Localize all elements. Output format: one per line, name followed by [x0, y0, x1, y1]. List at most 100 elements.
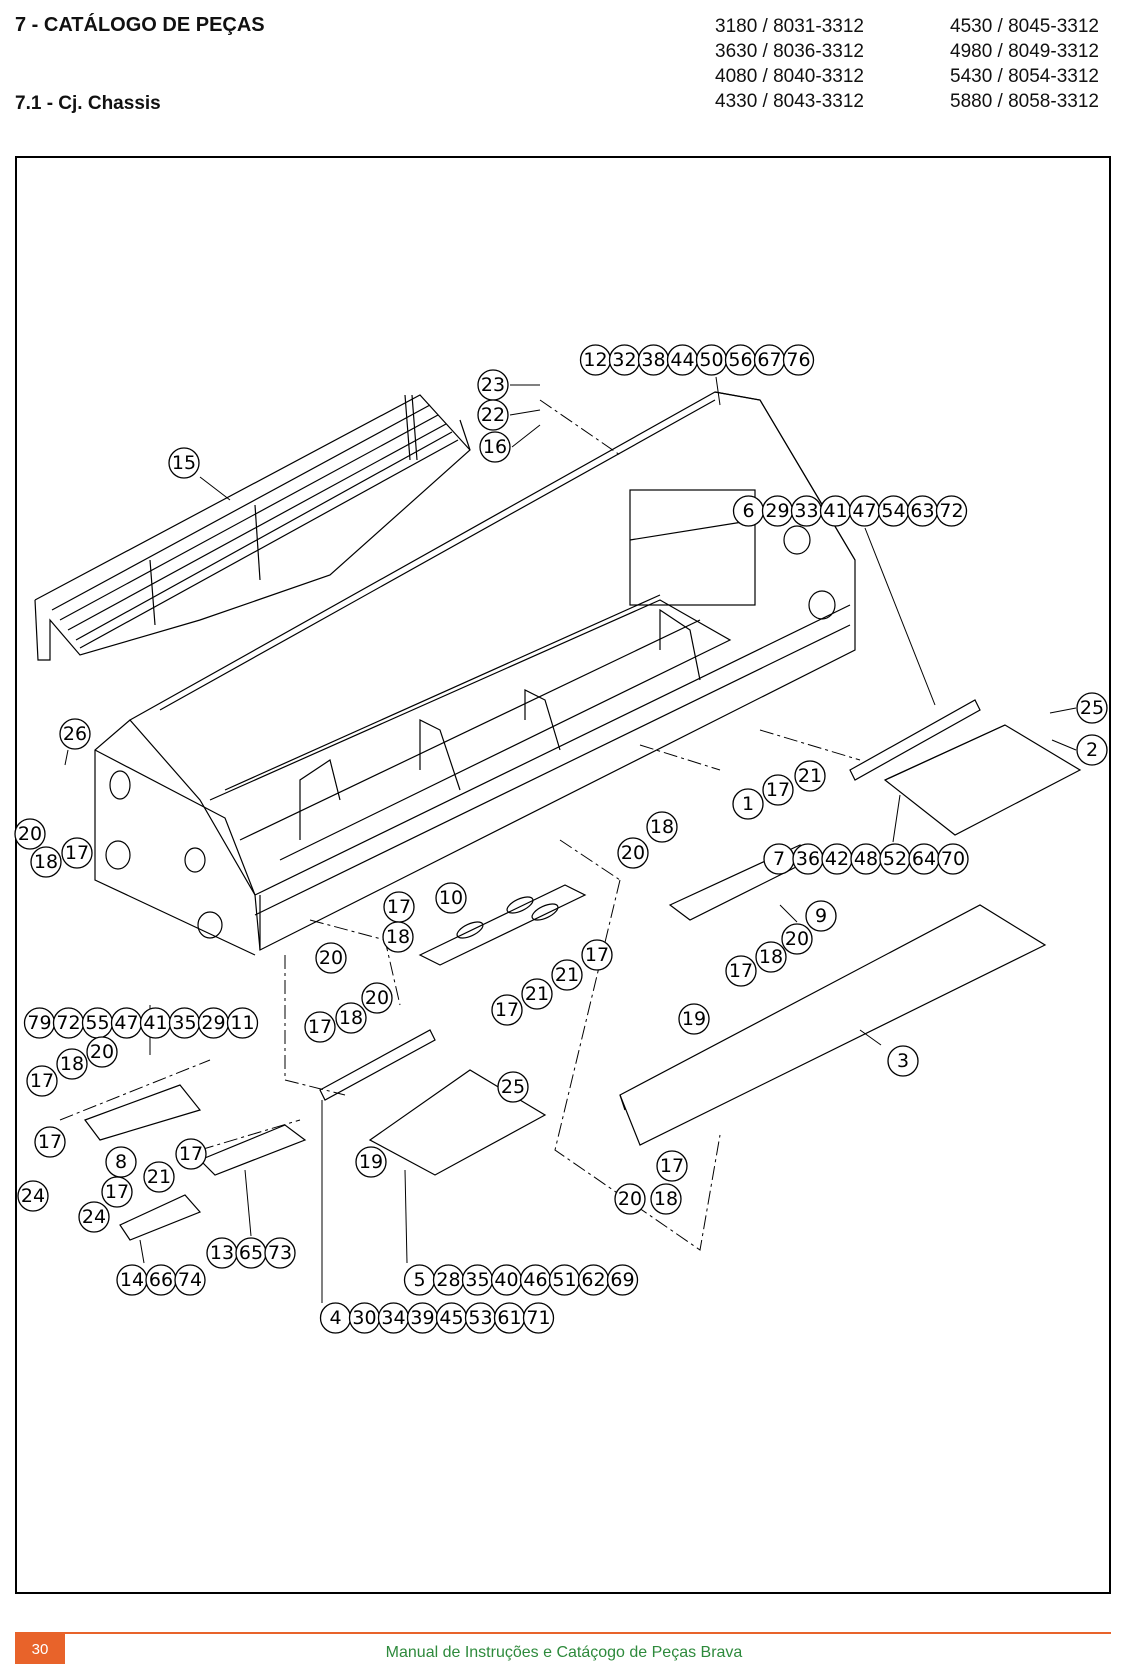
callout-number: 72 [939, 500, 963, 522]
callout-c32: 18 [335, 1002, 367, 1034]
callout-bubble [34, 1126, 66, 1158]
callout-c10: 21 [794, 760, 826, 792]
callout-bubble [887, 1045, 919, 1077]
callout-number: 67 [757, 349, 781, 371]
callout-number: 2 [1086, 739, 1098, 761]
callout-number: 9 [815, 905, 827, 927]
callout-number: 29 [765, 500, 789, 522]
callout-c36: 20 [86, 1036, 118, 1068]
subsection-title: 7.1 - Cj. Chassis [15, 93, 161, 114]
callout-bubble [78, 1201, 110, 1233]
callout-number: 61 [497, 1307, 521, 1329]
callout-number: 18 [386, 926, 410, 948]
callout-number: 53 [468, 1307, 492, 1329]
callout-c13: 18 [646, 811, 678, 843]
callout-number: 20 [365, 987, 389, 1009]
callout-number: 20 [18, 823, 42, 845]
model-list-left: 3180 / 8031-3312 3630 / 8036-3312 4080 /… [715, 14, 864, 114]
callout-bubble [226, 1007, 259, 1039]
callout-number: 12 [583, 349, 607, 371]
callout-bubble [805, 900, 837, 932]
footer-title: Manual de Instruções e Catáçogo de Peças… [385, 1644, 743, 1661]
grate-cover [34, 394, 471, 661]
section-title: 7 - CATÁLOGO DE PEÇAS [15, 14, 265, 36]
callout-number: 42 [825, 848, 849, 870]
callout-c28: 21 [551, 959, 583, 991]
callout-number: 74 [178, 1269, 202, 1291]
callout-c15: 20 [14, 818, 46, 850]
callout-number: 6 [742, 500, 754, 522]
bottom-plate [619, 904, 1047, 1146]
callout-bubble [14, 818, 46, 850]
callout-number: 4 [329, 1307, 341, 1329]
callout-bubble [101, 1176, 133, 1208]
callout-c24: 20 [781, 923, 813, 955]
callout-number: 1 [742, 793, 754, 815]
callout-number: 25 [501, 1076, 525, 1098]
callout-number: 17 [30, 1070, 54, 1092]
callout-number: 66 [149, 1269, 173, 1291]
callout-bubble [522, 1302, 555, 1334]
callout-number: 46 [523, 1269, 547, 1291]
callout-bubble [435, 882, 467, 914]
callout-number: 10 [439, 887, 463, 909]
callout-bubble [755, 941, 787, 973]
callout-number: 30 [352, 1307, 376, 1329]
callout-number: 36 [796, 848, 820, 870]
callout-number: 64 [912, 848, 936, 870]
callout-number: 76 [786, 349, 810, 371]
callout-c11: 17 [762, 774, 794, 806]
callout-bubble [1076, 734, 1108, 766]
callout-bubble [86, 1036, 118, 1068]
callout-c26: 18 [755, 941, 787, 973]
callout-bubble [56, 1048, 88, 1080]
callout-number: 33 [794, 500, 818, 522]
callout-bubble [781, 923, 813, 955]
callout-c7: 25 [1076, 692, 1108, 724]
callout-bubble [581, 939, 613, 971]
callout-number: 55 [85, 1012, 109, 1034]
callout-number: 8 [115, 1151, 127, 1173]
model-code: 5430 / 8054-3312 [950, 66, 1099, 87]
callout-number: 51 [552, 1269, 576, 1291]
callout-c23: 20 [315, 942, 347, 974]
callout-number: 21 [798, 765, 822, 787]
callout-bubble [521, 978, 553, 1010]
callout-c39: 3 [887, 1045, 919, 1077]
callout-bubble [59, 718, 91, 750]
callout-bubble [656, 1150, 688, 1182]
callout-bubble [606, 1264, 639, 1296]
callout-number: 38 [641, 349, 665, 371]
callout-bubble [17, 1180, 49, 1212]
model-code: 4980 / 8049-3312 [950, 41, 1099, 62]
model-code: 4330 / 8043-3312 [715, 91, 864, 112]
callout-number: 35 [465, 1269, 489, 1291]
callout-c46: 17 [656, 1150, 688, 1182]
callout-number: 48 [854, 848, 878, 870]
callout-number: 39 [410, 1307, 434, 1329]
callout-bubble [361, 982, 393, 1014]
callout-number: 17 [308, 1016, 332, 1038]
callout-number: 73 [268, 1242, 292, 1264]
callout-number: 63 [910, 500, 934, 522]
callout-bubble [732, 788, 764, 820]
callout-c48: 17 [101, 1176, 133, 1208]
callout-bubble [174, 1264, 206, 1296]
callout-number: 17 [729, 960, 753, 982]
callout-c41: 17 [34, 1126, 66, 1158]
callout-c49: 20 [614, 1183, 646, 1215]
projection-lines [59, 399, 861, 1251]
model-code: 3180 / 8031-3312 [715, 16, 864, 37]
callout-c50: 18 [650, 1183, 682, 1215]
callout-c35: 19 [678, 1003, 710, 1035]
model-list-right: 4530 / 8045-3312 4980 / 8049-3312 5430 /… [950, 14, 1099, 114]
callout-number: 56 [728, 349, 752, 371]
callout-number: 47 [114, 1012, 138, 1034]
callout-number: 17 [105, 1181, 129, 1203]
callout-c45: 21 [143, 1161, 175, 1193]
